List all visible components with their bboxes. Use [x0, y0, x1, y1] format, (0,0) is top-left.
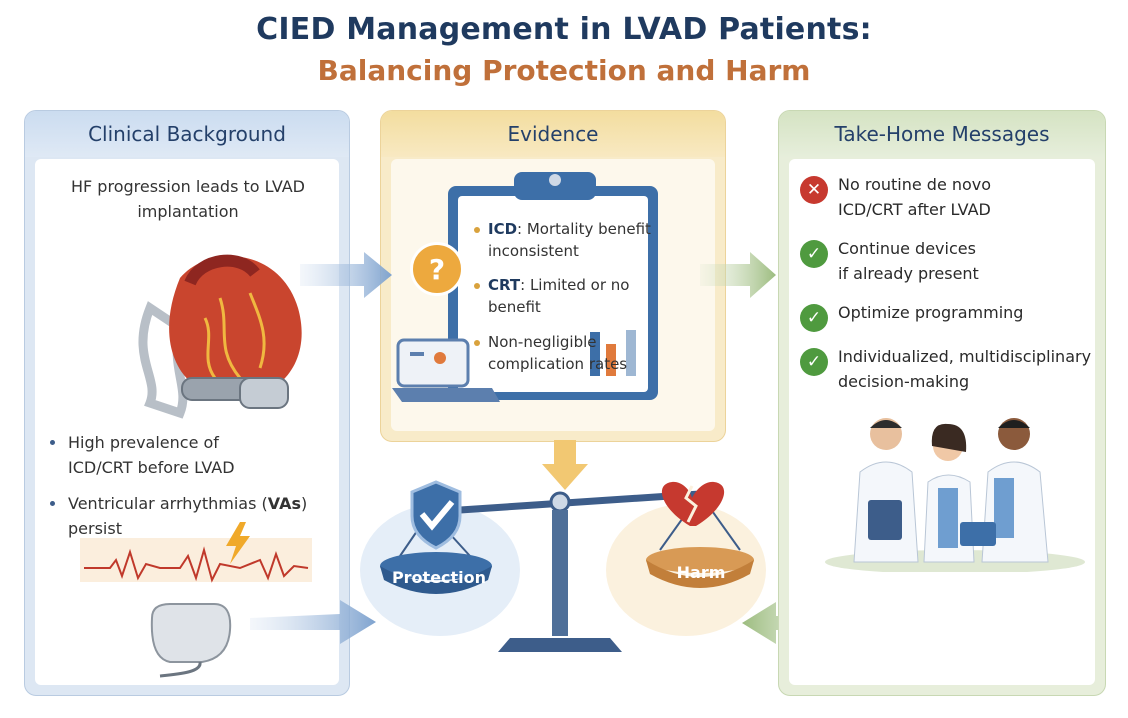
protection-label: Protection [391, 568, 487, 587]
takehome-panel: Take-Home Messages [778, 110, 1106, 696]
harm-label: Harm [676, 563, 726, 582]
takehome-message-4: Individualized, multidisciplinary decisi… [838, 347, 1092, 391]
arrow-right-to-evidence [300, 252, 392, 298]
background-intro-text: HF progression leads to LVAD implantatio… [70, 177, 305, 221]
evidence-bullet-icd: ICD: Mortality benefit inconsistent [472, 218, 688, 262]
pacemaker-device-illustration [150, 603, 232, 678]
evidence-bullet-complications: Non-negligible complication rates [472, 331, 658, 375]
diagram-subtitle: Balancing Protection and Harm [317, 54, 811, 87]
x-icon: ✕ [800, 176, 828, 204]
takehome-message-3: Optimize programming [838, 303, 1024, 322]
arrow-background-to-scale [250, 600, 376, 644]
care-team-illustration [825, 418, 1085, 572]
clinical-background-header: Clinical Background [25, 111, 349, 157]
arrow-down-to-scale [542, 440, 588, 490]
evidence-header: Evidence [381, 111, 725, 157]
check-icon: ✓ [800, 240, 828, 268]
diagram-title: CIED Management in LVAD Patients: [256, 12, 872, 47]
background-bullet-1: High prevalence of ICD/CRT before LVAD [50, 430, 288, 480]
takehome-header: Take-Home Messages [779, 111, 1105, 157]
laptop-illustration [392, 338, 500, 402]
ecg-strip-illustration [80, 522, 312, 583]
balance-scale-illustration [360, 480, 766, 652]
clipboard-illustration [448, 172, 658, 400]
check-icon: ✓ [800, 304, 828, 332]
clinical-background-body [35, 159, 339, 685]
clinical-background-panel: Clinical Background [24, 110, 350, 696]
takehome-message-1: No routine de novo ICD/CRT after LVAD [838, 175, 992, 219]
check-icon: ✓ [800, 348, 828, 376]
takehome-body [789, 159, 1095, 685]
arrow-right-to-takehome [700, 252, 776, 298]
evidence-bullet-crt: CRT: Limited or no benefit [472, 274, 678, 318]
question-mark-icon: ? [410, 242, 464, 296]
heart-lvad-illustration [138, 254, 302, 419]
background-bullet-2: Ventricular arrhythmias (VAs) persist [50, 491, 338, 541]
